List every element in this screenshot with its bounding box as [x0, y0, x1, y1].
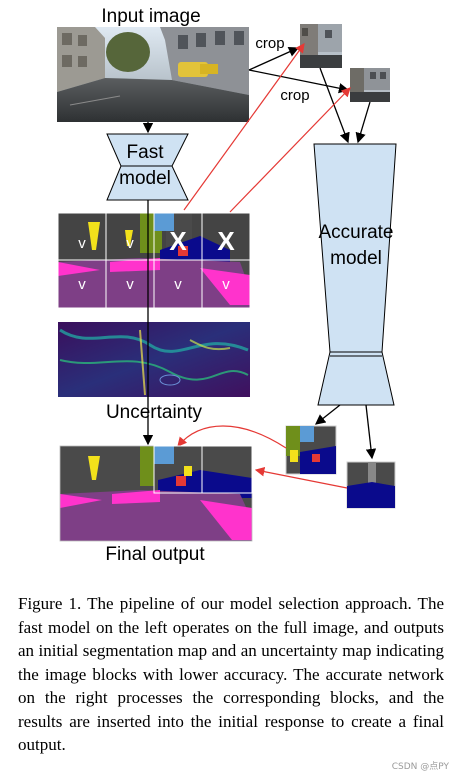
accurate-model-label-line1: Accurate: [319, 222, 394, 243]
uncertainty-map: [58, 322, 250, 397]
block-mark-cross: X: [217, 226, 235, 256]
result-to-output-red-arrow-1: [177, 425, 287, 449]
input-image: [57, 27, 249, 122]
fast-model-label-line1: Fast: [127, 142, 165, 163]
block-mark-check: v: [222, 276, 230, 293]
crop-label-1: crop: [255, 35, 284, 52]
block-mark-check: v: [174, 276, 182, 293]
block-to-crop-red-arrow-2: [229, 87, 351, 213]
pipeline-diagram: Input image crop crop Fast model: [57, 6, 397, 565]
result-to-output-red-arrow-2: [254, 466, 348, 489]
block-mark-cross: X: [169, 226, 187, 256]
crop-arrow-2: [248, 69, 350, 94]
crop-thumbnail-2: [350, 68, 390, 102]
fast-model-block: [106, 133, 189, 201]
pipeline-figure: Input image crop crop Fast model: [57, 6, 397, 565]
figure-caption: Figure 1. The pipeline of our model sele…: [18, 594, 444, 754]
block-to-crop-red-arrow-1: [183, 43, 305, 211]
refined-block-2: [346, 461, 396, 509]
crop-to-accurate-arrow-2: [355, 101, 371, 144]
input-image-label: Input image: [101, 6, 200, 27]
block-mark-check: v: [126, 235, 134, 252]
crop-label-2: crop: [280, 87, 309, 104]
block-mark-check: v: [126, 276, 134, 293]
crop-thumbnail-1: [300, 24, 342, 68]
uncertainty-label: Uncertainty: [106, 402, 203, 423]
block-mark-check: v: [78, 276, 86, 293]
watermark: CSDN @点PY: [391, 762, 449, 772]
segmentation-map: [57, 212, 251, 309]
final-output-label: Final output: [105, 544, 205, 565]
fast-model-label-line2: model: [119, 168, 171, 189]
block-mark-check: v: [78, 235, 86, 252]
refined-block-1: [285, 425, 337, 475]
final-output-map: [59, 445, 253, 542]
accurate-to-result-arrow-2: [365, 404, 377, 460]
accurate-model-block: [313, 143, 397, 406]
accurate-model-label-line2: model: [330, 248, 382, 269]
accurate-to-result-arrow-1: [314, 404, 341, 425]
crop-arrow-1: [248, 46, 300, 71]
